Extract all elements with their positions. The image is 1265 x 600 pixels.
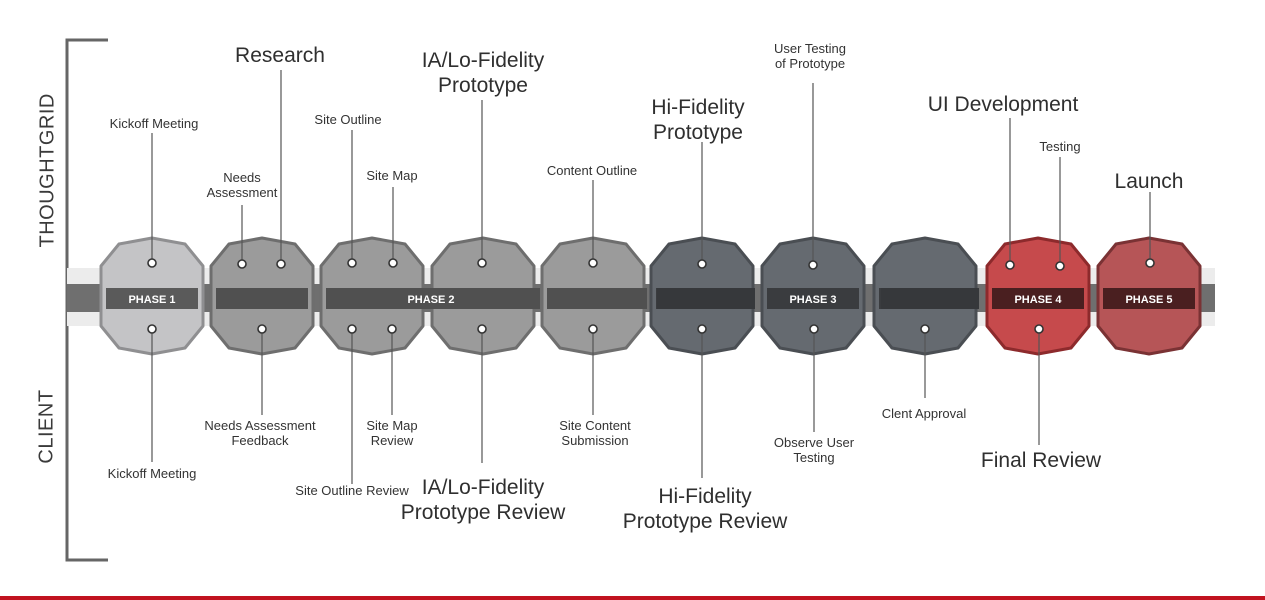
phase-segment: [216, 288, 308, 309]
milestone-dot: [808, 260, 818, 270]
phase-segment: [549, 288, 647, 309]
bottom-accent-rule: [0, 596, 1265, 600]
milestone-dot: [477, 324, 487, 334]
milestone-label: Needs Assessment Feedback: [204, 418, 316, 448]
milestone-label: UI Development: [927, 93, 1079, 116]
phase-label: PHASE 3: [789, 294, 836, 306]
milestone-label: Research: [235, 44, 325, 67]
milestone-dot: [1055, 261, 1065, 271]
milestone-dot: [147, 324, 157, 334]
milestone-label: Site Outline: [314, 112, 382, 127]
phase-label: PHASE 5: [1125, 294, 1172, 306]
milestone-label: IA/Lo-Fidelity Prototype Review: [400, 476, 566, 524]
milestone-dot: [1005, 260, 1015, 270]
milestone-label: Site Content Submission: [559, 418, 631, 448]
milestone-label: Final Review: [980, 449, 1102, 472]
milestone-dot: [588, 324, 598, 334]
milestone-dot: [697, 324, 707, 334]
milestone-label: Testing: [1039, 139, 1081, 154]
milestone-label: Site Outline Review: [295, 483, 409, 498]
phase-segment: [657, 288, 755, 309]
milestone-label: Site Map: [366, 168, 418, 183]
milestone-dot: [1034, 324, 1044, 334]
milestone-dot: [257, 324, 267, 334]
milestone-dot: [920, 324, 930, 334]
milestone-dot: [387, 324, 397, 334]
milestone-dot: [388, 258, 398, 268]
phase-label: PHASE 2: [407, 294, 454, 306]
milestone-label: IA/Lo-Fidelity Prototype: [421, 49, 545, 97]
milestone-dot: [809, 324, 819, 334]
milestone-label: Clent Approval: [881, 406, 967, 421]
milestone-label: Site Map Review: [366, 418, 418, 448]
phase-label: PHASE 4: [1014, 294, 1062, 306]
phase-segment: [767, 288, 859, 309]
milestone-dot: [347, 258, 357, 268]
milestone-label: Observe User Testing: [773, 435, 855, 465]
milestone-dot: [347, 324, 357, 334]
milestone-label: Hi-Fidelity Prototype Review: [622, 485, 788, 533]
phase-segment: [881, 288, 979, 309]
phase-segment: [106, 288, 198, 309]
milestone-dot: [588, 258, 598, 268]
milestone-dot: [1145, 258, 1155, 268]
milestone-label: User Testing of Prototype: [773, 41, 847, 71]
milestone-dot: [477, 258, 487, 268]
side-label-thoughtgrid: THOUGHTGRID: [36, 93, 59, 248]
milestone-label: Hi-Fidelity Prototype: [651, 96, 745, 144]
milestone-label: Content Outline: [546, 163, 638, 178]
milestone-dot: [276, 259, 286, 269]
milestone-label: Kickoff Meeting: [109, 116, 199, 131]
phase-segment: [326, 288, 540, 309]
milestone-label: Launch: [1114, 170, 1184, 193]
milestone-label: Needs Assessment: [206, 170, 278, 200]
phase-segment: [992, 288, 1084, 309]
phase-label: PHASE 1: [128, 294, 175, 306]
milestone-dot: [147, 258, 157, 268]
phase-segment: [1103, 288, 1195, 309]
milestone-dot: [237, 259, 247, 269]
milestone-label: Kickoff Meeting: [107, 466, 197, 481]
side-label-client: CLIENT: [35, 389, 58, 464]
milestone-dot: [697, 259, 707, 269]
